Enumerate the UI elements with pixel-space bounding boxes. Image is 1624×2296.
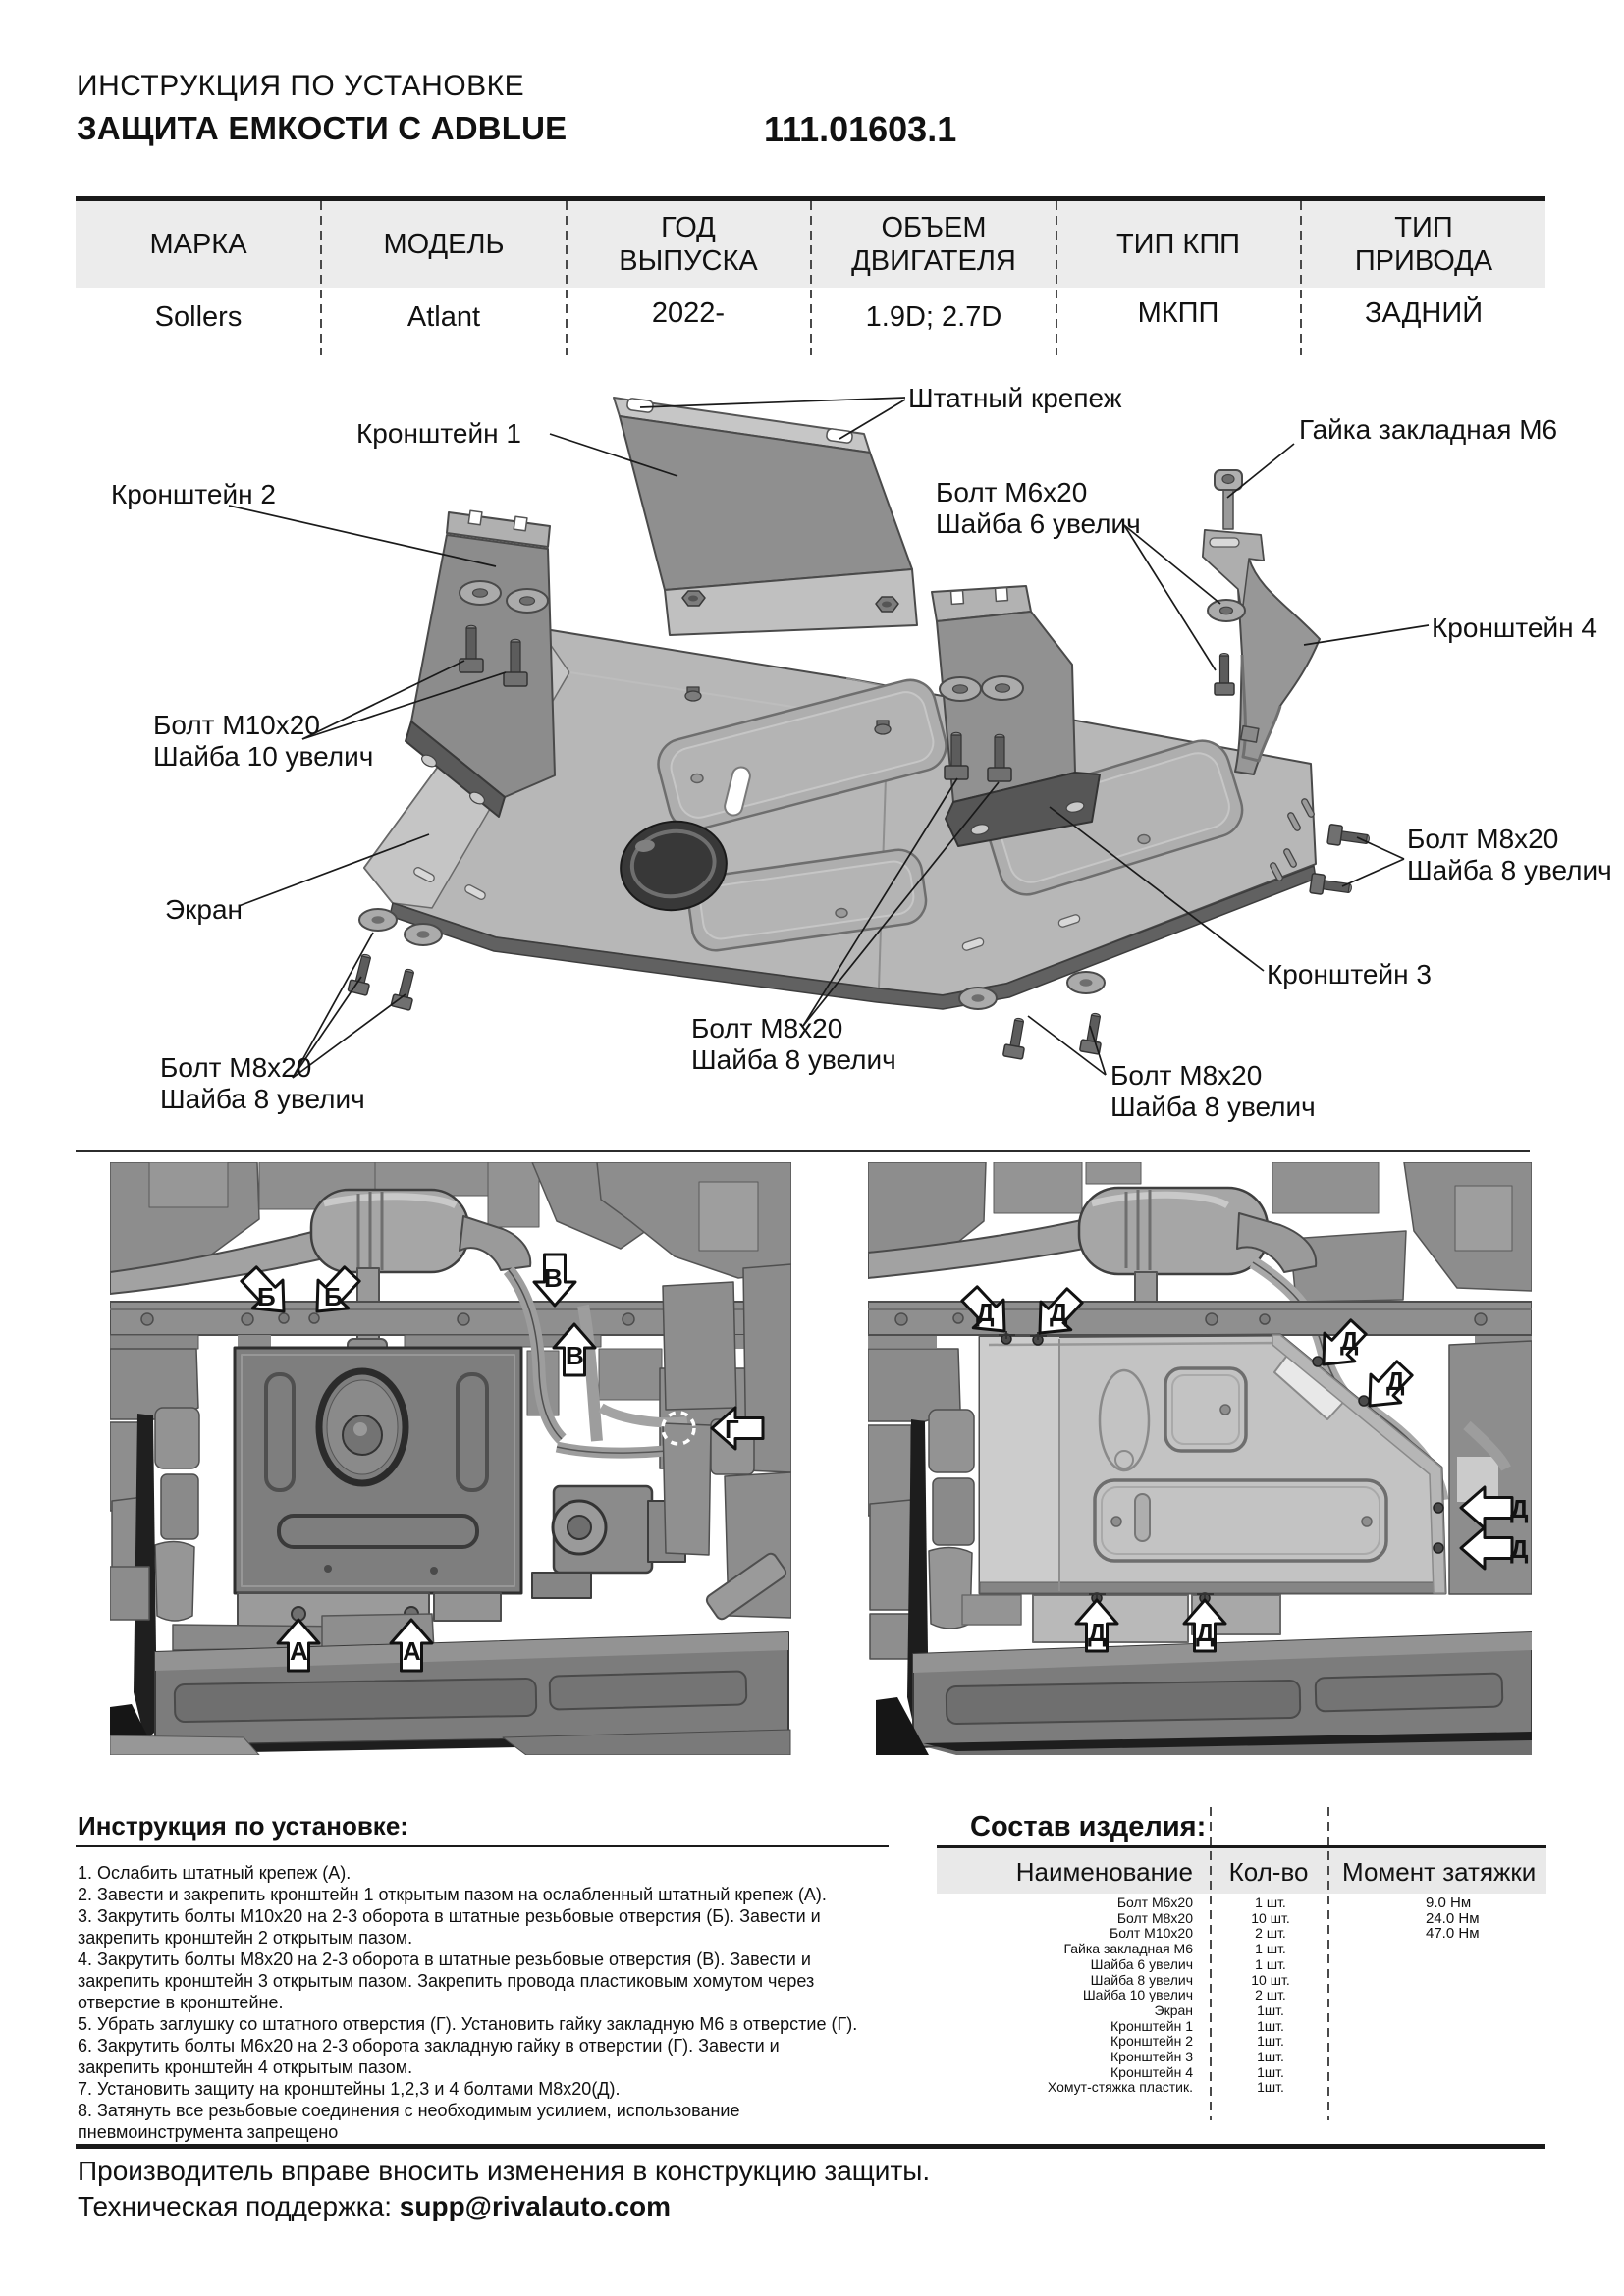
svg-text:Кронштейн 3: Кронштейн 3 [1267,959,1432,989]
svg-text:Д: Д [1088,1618,1107,1647]
svg-text:Д: Д [1386,1366,1405,1396]
svg-text:В: В [544,1263,563,1293]
svg-text:Шайба 8 увелич: Шайба 8 увелич [1110,1092,1316,1122]
svg-text:Д: Д [1510,1494,1529,1523]
svg-text:Болт М8х20: Болт М8х20 [160,1052,311,1083]
svg-text:Экран: Экран [165,894,243,925]
svg-text:Болт М8х20: Болт М8х20 [691,1013,842,1043]
svg-text:Шайба 8 увелич: Шайба 8 увелич [691,1044,896,1075]
svg-text:Д: Д [1050,1298,1068,1327]
svg-text:Д: Д [976,1298,995,1327]
svg-text:Б: Б [257,1282,276,1311]
svg-text:Шайба 10 увелич: Шайба 10 увелич [153,741,373,772]
svg-text:Болт М8х20: Болт М8х20 [1407,824,1558,854]
svg-text:А: А [403,1636,421,1666]
svg-text:Б: Б [324,1282,343,1311]
svg-text:Болт М10х20: Болт М10х20 [153,710,320,740]
svg-text:Шайба 8 увелич: Шайба 8 увелич [1407,855,1612,885]
svg-text:Кронштейн 4: Кронштейн 4 [1432,613,1597,643]
svg-text:Болт М6х20: Болт М6х20 [936,477,1087,507]
svg-text:Штатный крепеж: Штатный крепеж [908,383,1122,413]
svg-text:Кронштейн 1: Кронштейн 1 [356,418,521,449]
svg-text:Шайба 8 увелич: Шайба 8 увелич [160,1084,365,1114]
svg-text:В: В [566,1341,584,1370]
svg-text:Болт М8х20: Болт М8х20 [1110,1060,1262,1091]
svg-text:Г: Г [725,1415,739,1444]
svg-text:Д: Д [1196,1618,1215,1647]
svg-text:Шайба 6 увелич: Шайба 6 увелич [936,508,1141,539]
svg-text:А: А [290,1636,308,1666]
svg-text:Д: Д [1340,1326,1359,1356]
svg-text:Гайка закладная М6: Гайка закладная М6 [1299,414,1557,445]
svg-text:Д: Д [1510,1534,1529,1564]
svg-text:Кронштейн 2: Кронштейн 2 [111,479,276,509]
